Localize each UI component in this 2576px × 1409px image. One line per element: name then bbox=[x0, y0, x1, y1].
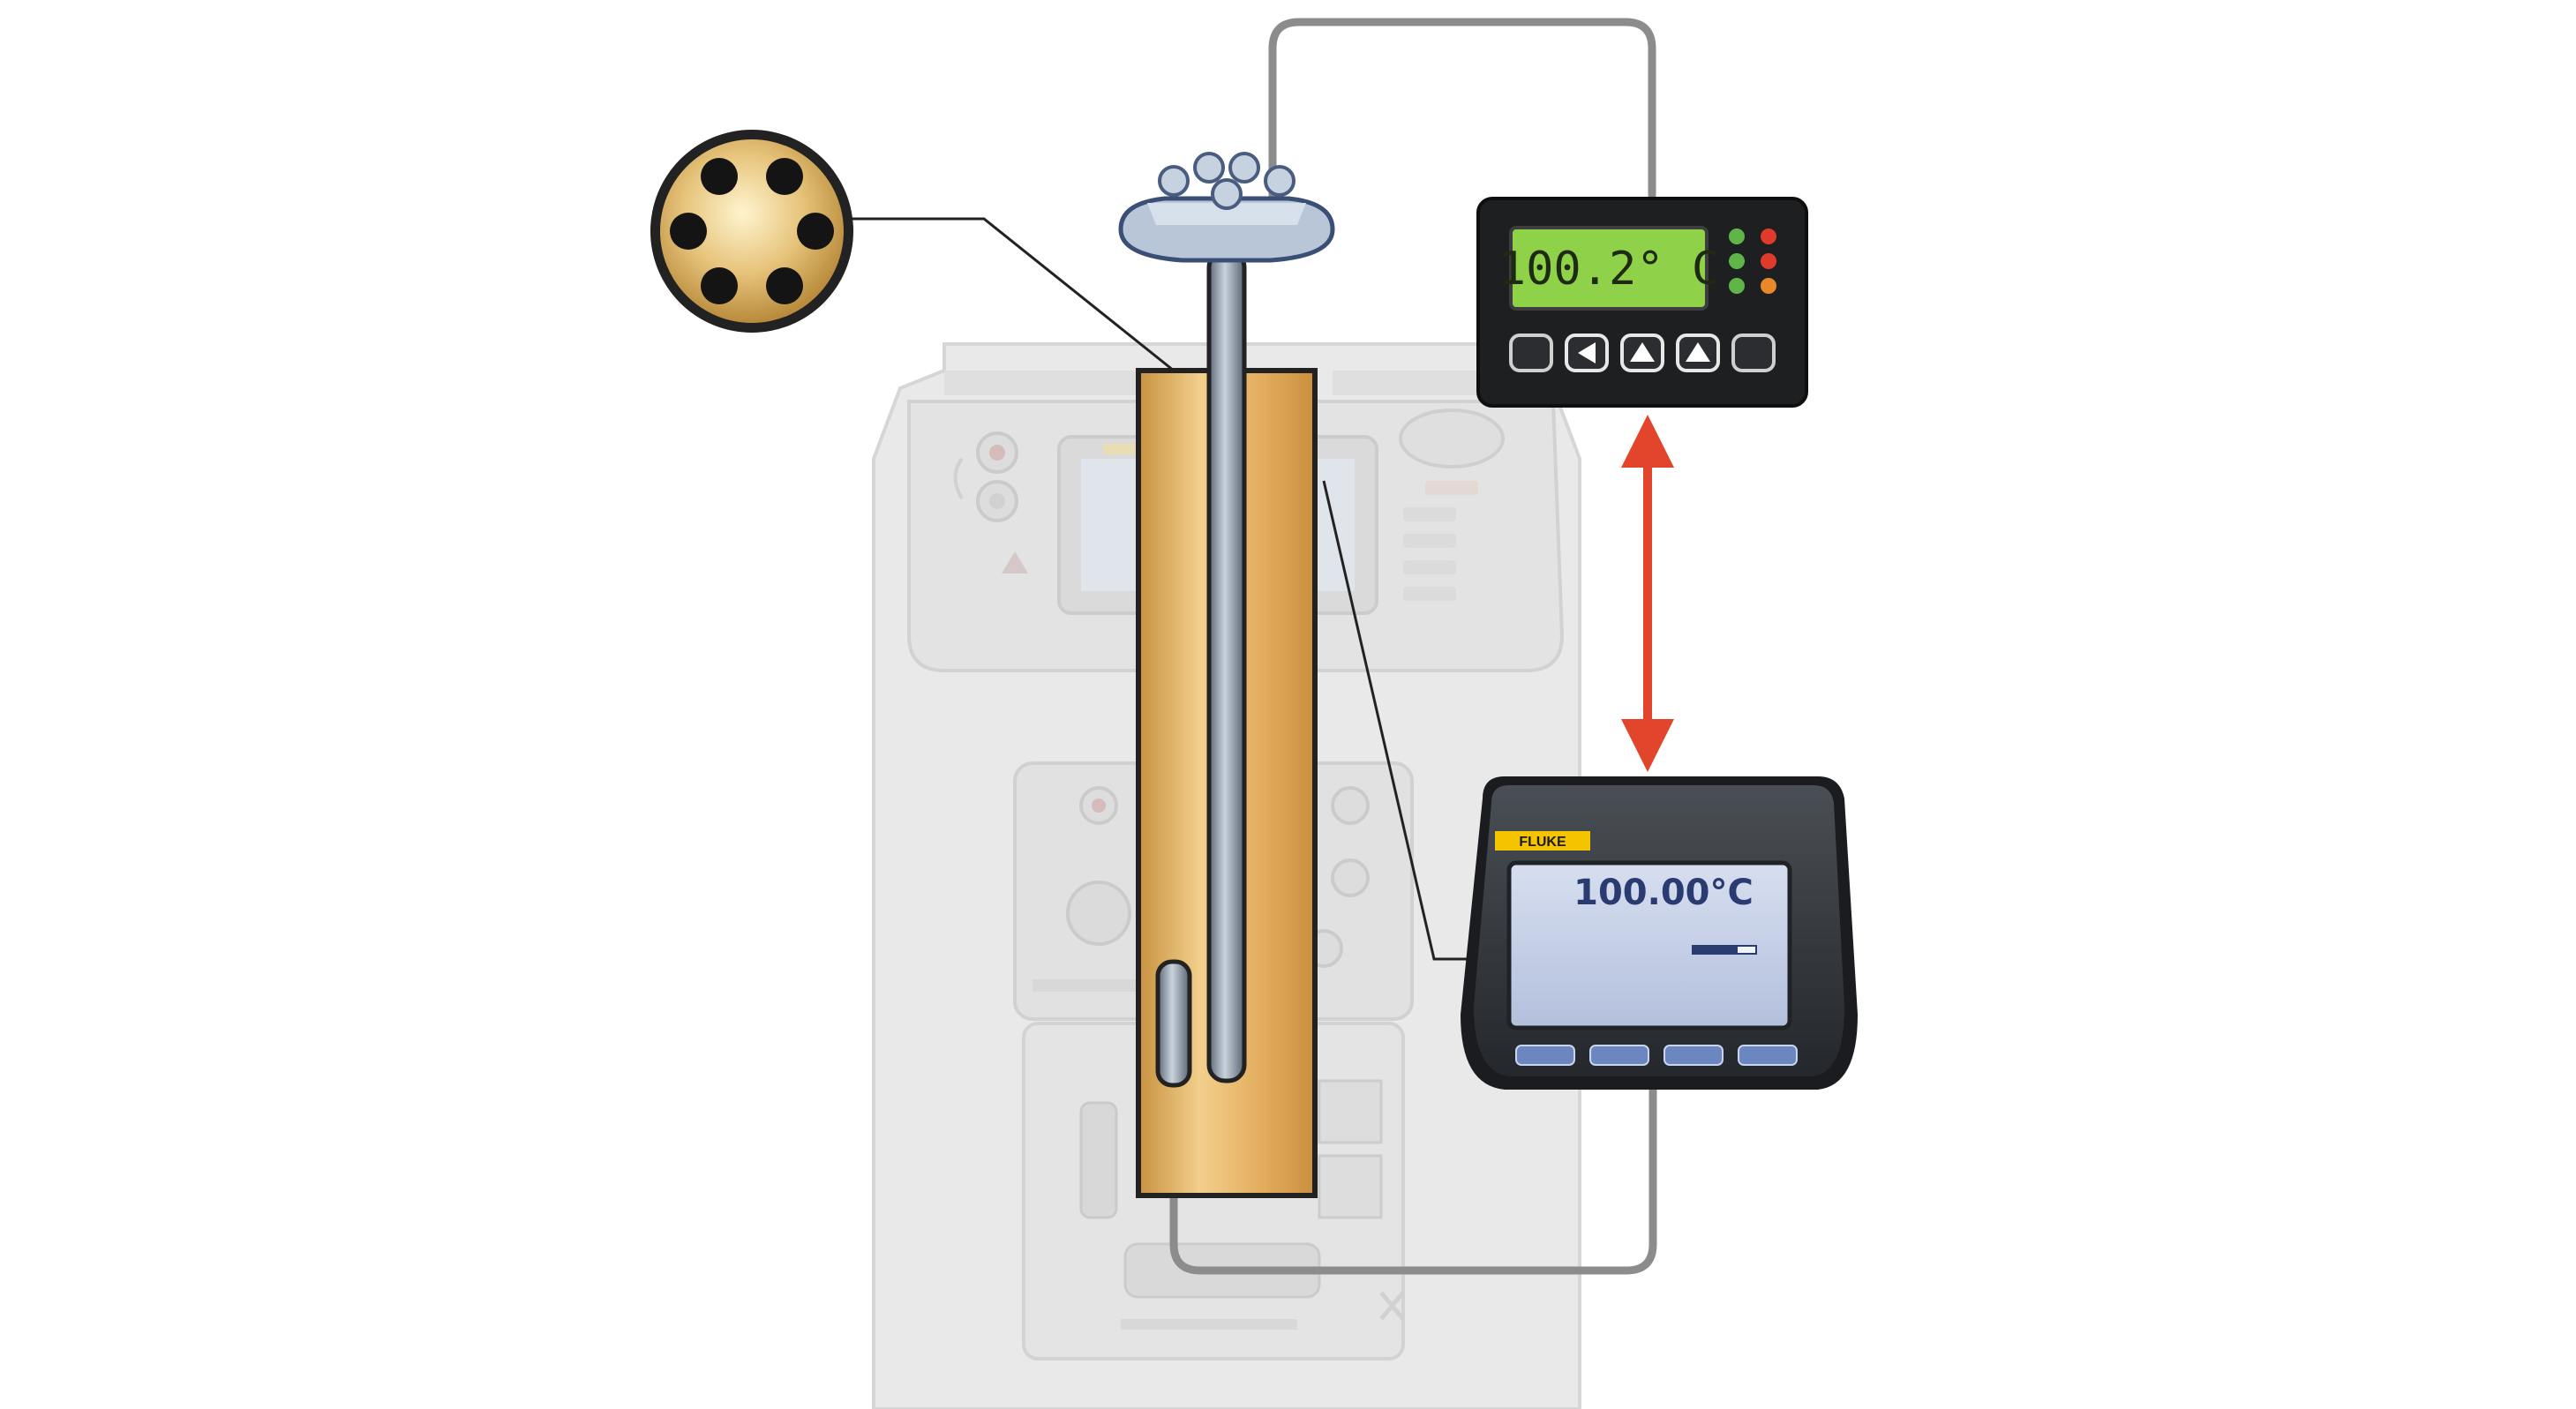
status-led bbox=[1761, 278, 1776, 294]
up-arrow-icon bbox=[1630, 342, 1655, 362]
reference-cable bbox=[1169, 1041, 1657, 1275]
status-led bbox=[1729, 229, 1745, 244]
softkey-button[interactable] bbox=[1738, 1045, 1798, 1066]
reference-reading: 100.00°C bbox=[1573, 873, 1754, 913]
controller-display-value: 100.2° C bbox=[1498, 243, 1719, 296]
status-led bbox=[1761, 229, 1776, 244]
status-led bbox=[1729, 278, 1745, 294]
temperature-controller: 100.2° C bbox=[1476, 197, 1808, 408]
insert-holes-icon bbox=[650, 130, 853, 333]
controller-lcd bbox=[1509, 226, 1709, 311]
softkey-button[interactable] bbox=[1589, 1045, 1649, 1066]
reference-thermometer: FLUKE 100.00°C bbox=[1461, 776, 1858, 1090]
left-arrow-icon bbox=[1578, 342, 1596, 363]
reading-bar-fill bbox=[1694, 947, 1738, 953]
controller-cable bbox=[1268, 18, 1656, 212]
up-arrow-icon bbox=[1686, 342, 1710, 362]
exit-button[interactable] bbox=[1731, 334, 1776, 372]
softkey-button[interactable] bbox=[1515, 1045, 1575, 1066]
menu-button[interactable] bbox=[1509, 334, 1553, 372]
reference-softkeys bbox=[1515, 1045, 1798, 1066]
controller-status-leds bbox=[1729, 229, 1776, 294]
double-headed-arrow-icon bbox=[1621, 415, 1674, 772]
fluke-logo bbox=[1495, 831, 1590, 851]
probe-under-test bbox=[1118, 152, 1335, 1083]
insert-callout-line bbox=[852, 217, 1175, 372]
reference-probe bbox=[1155, 959, 1192, 1088]
status-led bbox=[1761, 253, 1776, 269]
reference-screen bbox=[1506, 860, 1792, 1031]
controller-buttons bbox=[1509, 334, 1776, 372]
status-led bbox=[1729, 253, 1745, 269]
softkey-button[interactable] bbox=[1664, 1045, 1724, 1066]
brand-label: FLUKE bbox=[1519, 835, 1566, 850]
